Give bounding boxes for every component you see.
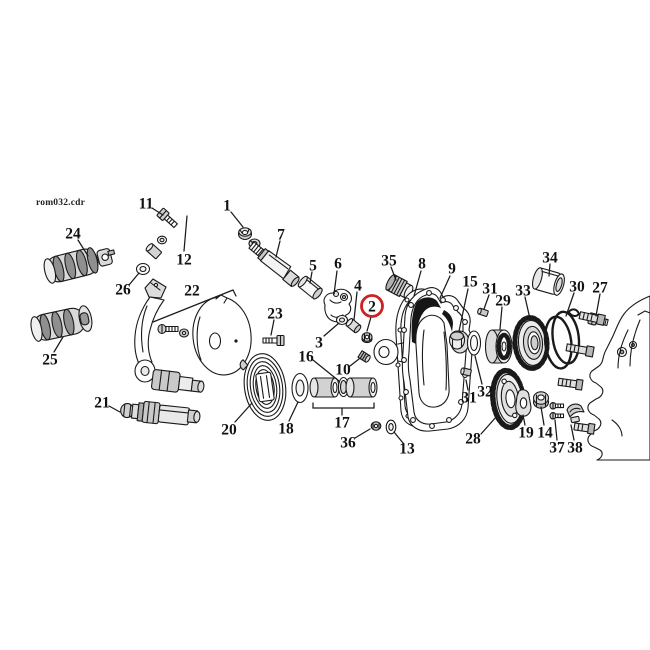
- stud: [573, 422, 596, 435]
- bushing-17a: [309, 377, 340, 398]
- screw-23: [262, 334, 285, 347]
- bolt-11: [156, 207, 178, 229]
- filename-label: rom032.cdr: [36, 198, 86, 208]
- seal-16: [337, 376, 350, 398]
- nut-2: [361, 332, 373, 344]
- washer-32: [466, 330, 482, 356]
- cover-9: [373, 287, 473, 432]
- plate-19: [515, 389, 532, 417]
- roller-34: [531, 267, 565, 296]
- crankcase-fragment: [557, 295, 650, 461]
- shaft-7: [248, 241, 300, 287]
- pedal-lower-bolt-21: [120, 400, 201, 426]
- screws-37: [549, 402, 565, 420]
- washer-26: [135, 262, 151, 276]
- stud: [565, 343, 595, 358]
- kicker-arm: [134, 278, 167, 383]
- washer-18: [291, 372, 309, 404]
- nut-14: [532, 391, 550, 409]
- stud: [578, 311, 606, 326]
- bushing-4: [345, 317, 362, 334]
- clip-38: [566, 403, 585, 424]
- washer-13: [385, 419, 397, 435]
- clamp-6: [323, 288, 352, 323]
- spring-20: [239, 353, 287, 421]
- stud: [557, 377, 584, 391]
- pin-31-upper: [477, 307, 489, 317]
- pin-31-lower: [460, 367, 472, 377]
- cover-screw-nut: [157, 323, 190, 338]
- nut-15: [448, 330, 466, 350]
- pivot-parts-12: [145, 235, 168, 260]
- footpeg-lower: [30, 305, 93, 342]
- pedal-upper: [150, 369, 205, 393]
- footpeg-upper: [43, 247, 116, 284]
- nut-36: [370, 421, 382, 431]
- gear-33: [512, 315, 550, 371]
- washer-3: [335, 314, 349, 326]
- plug-10: [357, 350, 371, 363]
- spacer-5: [297, 275, 323, 300]
- bushing-17b: [345, 377, 378, 398]
- ratchet-29: [484, 329, 513, 364]
